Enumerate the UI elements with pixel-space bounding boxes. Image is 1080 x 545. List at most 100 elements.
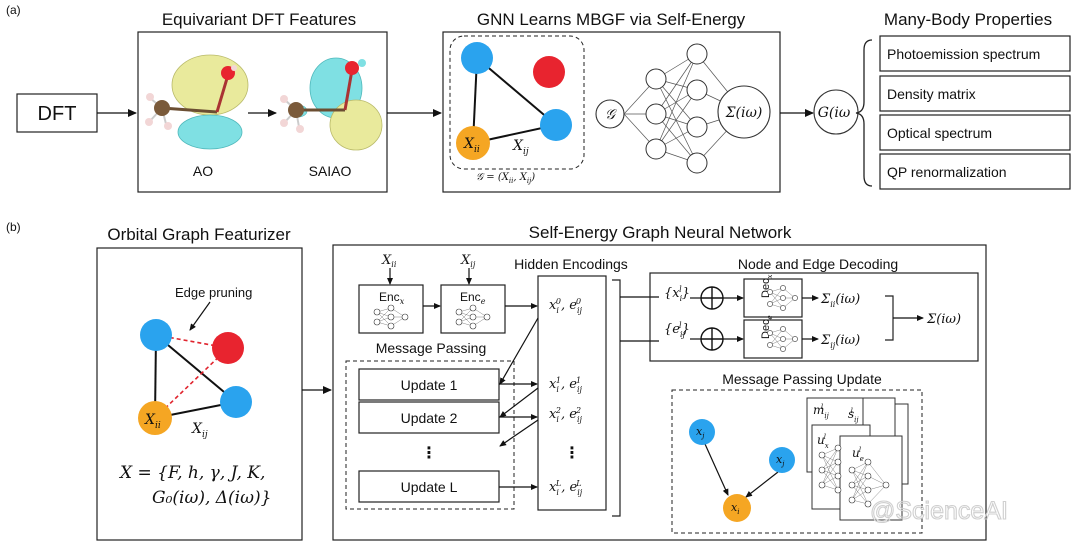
- property-density-matrix: Density matrix: [887, 86, 976, 102]
- saiao-label: SAIAO: [309, 163, 352, 179]
- xij-label-b: Xij: [191, 421, 208, 440]
- property-box-1: [879, 35, 1071, 72]
- mpu-edge-1: [704, 443, 729, 496]
- panel-a-label: (a): [6, 3, 21, 17]
- enc-e-input: Xij: [460, 253, 476, 269]
- hidden-encodings-title: Hidden Encodings: [514, 256, 628, 272]
- gnn-title: GNN Learns MBGF via Self-Energy: [477, 10, 746, 29]
- decoding-title: Node and Edge Decoding: [738, 256, 898, 272]
- message-passing-arrows: [499, 317, 539, 490]
- xij-label-a: Xij: [512, 138, 529, 157]
- properties-title: Many-Body Properties: [884, 10, 1052, 29]
- encoding-ellipsis: ⋮: [564, 445, 580, 462]
- mpu-node-xi: [723, 494, 751, 522]
- mpu-node-xi-label: xi: [731, 501, 739, 516]
- graph-node-orange: [456, 126, 490, 160]
- mpu-node-xj-2: [769, 447, 795, 473]
- encoder-x-net-icon: [373, 304, 409, 330]
- ao-label: AO: [193, 163, 213, 179]
- panel-b: (b) Orbital Graph Featurizer Edge prunin…: [6, 220, 987, 541]
- u-x-label: uxl: [817, 433, 829, 450]
- graph-node-blue-1: [461, 42, 493, 74]
- update-1-box: [358, 368, 500, 401]
- sigma-label: Σ(iω): [725, 105, 763, 121]
- encoding-1: xi1, eij1: [549, 376, 583, 394]
- sigma-ii-label: Σii(iω): [820, 292, 860, 309]
- gnn-box: [442, 31, 781, 193]
- feature-set-line1: X = {F, h, γ, J, K,: [118, 463, 265, 483]
- encoder-e-label: Ence: [460, 290, 486, 306]
- ao-orbital-molecule: [145, 54, 249, 150]
- mpu-frame: [671, 389, 923, 534]
- encoder-x-box: [358, 284, 424, 334]
- orbital-graph-a: [456, 42, 572, 160]
- update-l-label: Update L: [401, 479, 458, 495]
- decoder-e-net-icon: [767, 326, 798, 352]
- featurizer-title: Orbital Graph Featurizer: [107, 225, 291, 244]
- encoding-l: xiL, eijL: [549, 479, 583, 497]
- panel-b-label: (b): [6, 220, 21, 234]
- feature-set-line2: G₀(iω), Δ(iω)}: [152, 488, 271, 508]
- sgnn-title: Self-Energy Graph Neural Network: [529, 223, 792, 242]
- watermark: @ScienceAI: [870, 497, 1008, 525]
- encoder-e-net-icon: [455, 304, 491, 330]
- saiao-orbital-molecule: [280, 57, 383, 151]
- features-box: [137, 31, 388, 193]
- xii-label-b: Xii: [144, 412, 161, 431]
- s-ij-label: sijl: [848, 407, 859, 424]
- mpu-edge-2: [745, 471, 779, 498]
- xii-label-a: Xii: [463, 136, 480, 155]
- el-set: {eijl}: [664, 321, 690, 339]
- decoder-x-net-icon: [767, 285, 798, 311]
- dft-label: DFT: [38, 103, 77, 125]
- mpu-node-xj-2-label: xj: [776, 453, 785, 468]
- sigma-bracket: [885, 295, 894, 341]
- update-ellipsis: ⋮: [421, 445, 437, 462]
- property-photoemission: Photoemission spectrum: [887, 46, 1040, 62]
- properties-bracket: [855, 39, 873, 187]
- graph-node-red: [533, 56, 565, 88]
- enc-x-input: Xii: [381, 253, 397, 269]
- update-2-label: Update 2: [401, 410, 458, 426]
- property-optical: Optical spectrum: [887, 125, 992, 141]
- mlp-stack: [806, 397, 909, 521]
- sigma-total-label: Σ(iω): [926, 312, 961, 327]
- sgnn-box: [332, 244, 987, 541]
- hidden-bracket: [612, 279, 621, 517]
- graph-node-blue-2: [540, 109, 572, 141]
- message-passing-frame: [345, 360, 515, 510]
- edge-pruning-arrow: [189, 301, 211, 331]
- update-2-box: [358, 401, 500, 434]
- panel-a: (a) DFT Equivariant DFT Features AO: [6, 3, 1071, 193]
- graph-symbol: 𝒢: [605, 107, 617, 123]
- orbital-graph-b: [138, 319, 252, 435]
- property-list: Photoemission spectrum Density matrix Op…: [879, 35, 1071, 190]
- encoder-e-box: [440, 284, 506, 334]
- mpu-title: Message Passing Update: [722, 371, 882, 387]
- encoding-0: xi0, eij0: [549, 297, 583, 315]
- sigma-node: [717, 85, 771, 139]
- features-title: Equivariant DFT Features: [162, 10, 356, 29]
- sigma-ij-label: Σij(iω): [820, 333, 860, 350]
- hidden-encodings-box: [537, 275, 607, 511]
- m-ij-label: mijl: [813, 403, 830, 420]
- update-1-label: Update 1: [401, 377, 458, 393]
- orbital-graph-frame: [449, 35, 585, 170]
- property-box-4: [879, 153, 1071, 190]
- featurizer-box: [96, 247, 303, 541]
- mpu-node-xj-1-label: xj: [696, 425, 705, 440]
- property-qp: QP renormalization: [887, 164, 1007, 180]
- encoder-x-label: Encx: [379, 290, 405, 306]
- property-box-2: [879, 75, 1071, 112]
- xl-set: {xil}: [664, 285, 690, 303]
- graph-definition: 𝒢 = (Xii, Xij): [476, 172, 535, 185]
- decoding-box: [649, 272, 979, 362]
- encoding-2: xi2, eij2: [549, 406, 583, 424]
- green-function-label: G(iω: [818, 105, 851, 121]
- u-e-label: uel: [852, 446, 864, 463]
- gnn-network-icon: [623, 43, 745, 174]
- property-box-3: [879, 114, 1071, 151]
- message-passing-title: Message Passing: [376, 340, 487, 356]
- edge-pruning-label: Edge pruning: [175, 285, 252, 300]
